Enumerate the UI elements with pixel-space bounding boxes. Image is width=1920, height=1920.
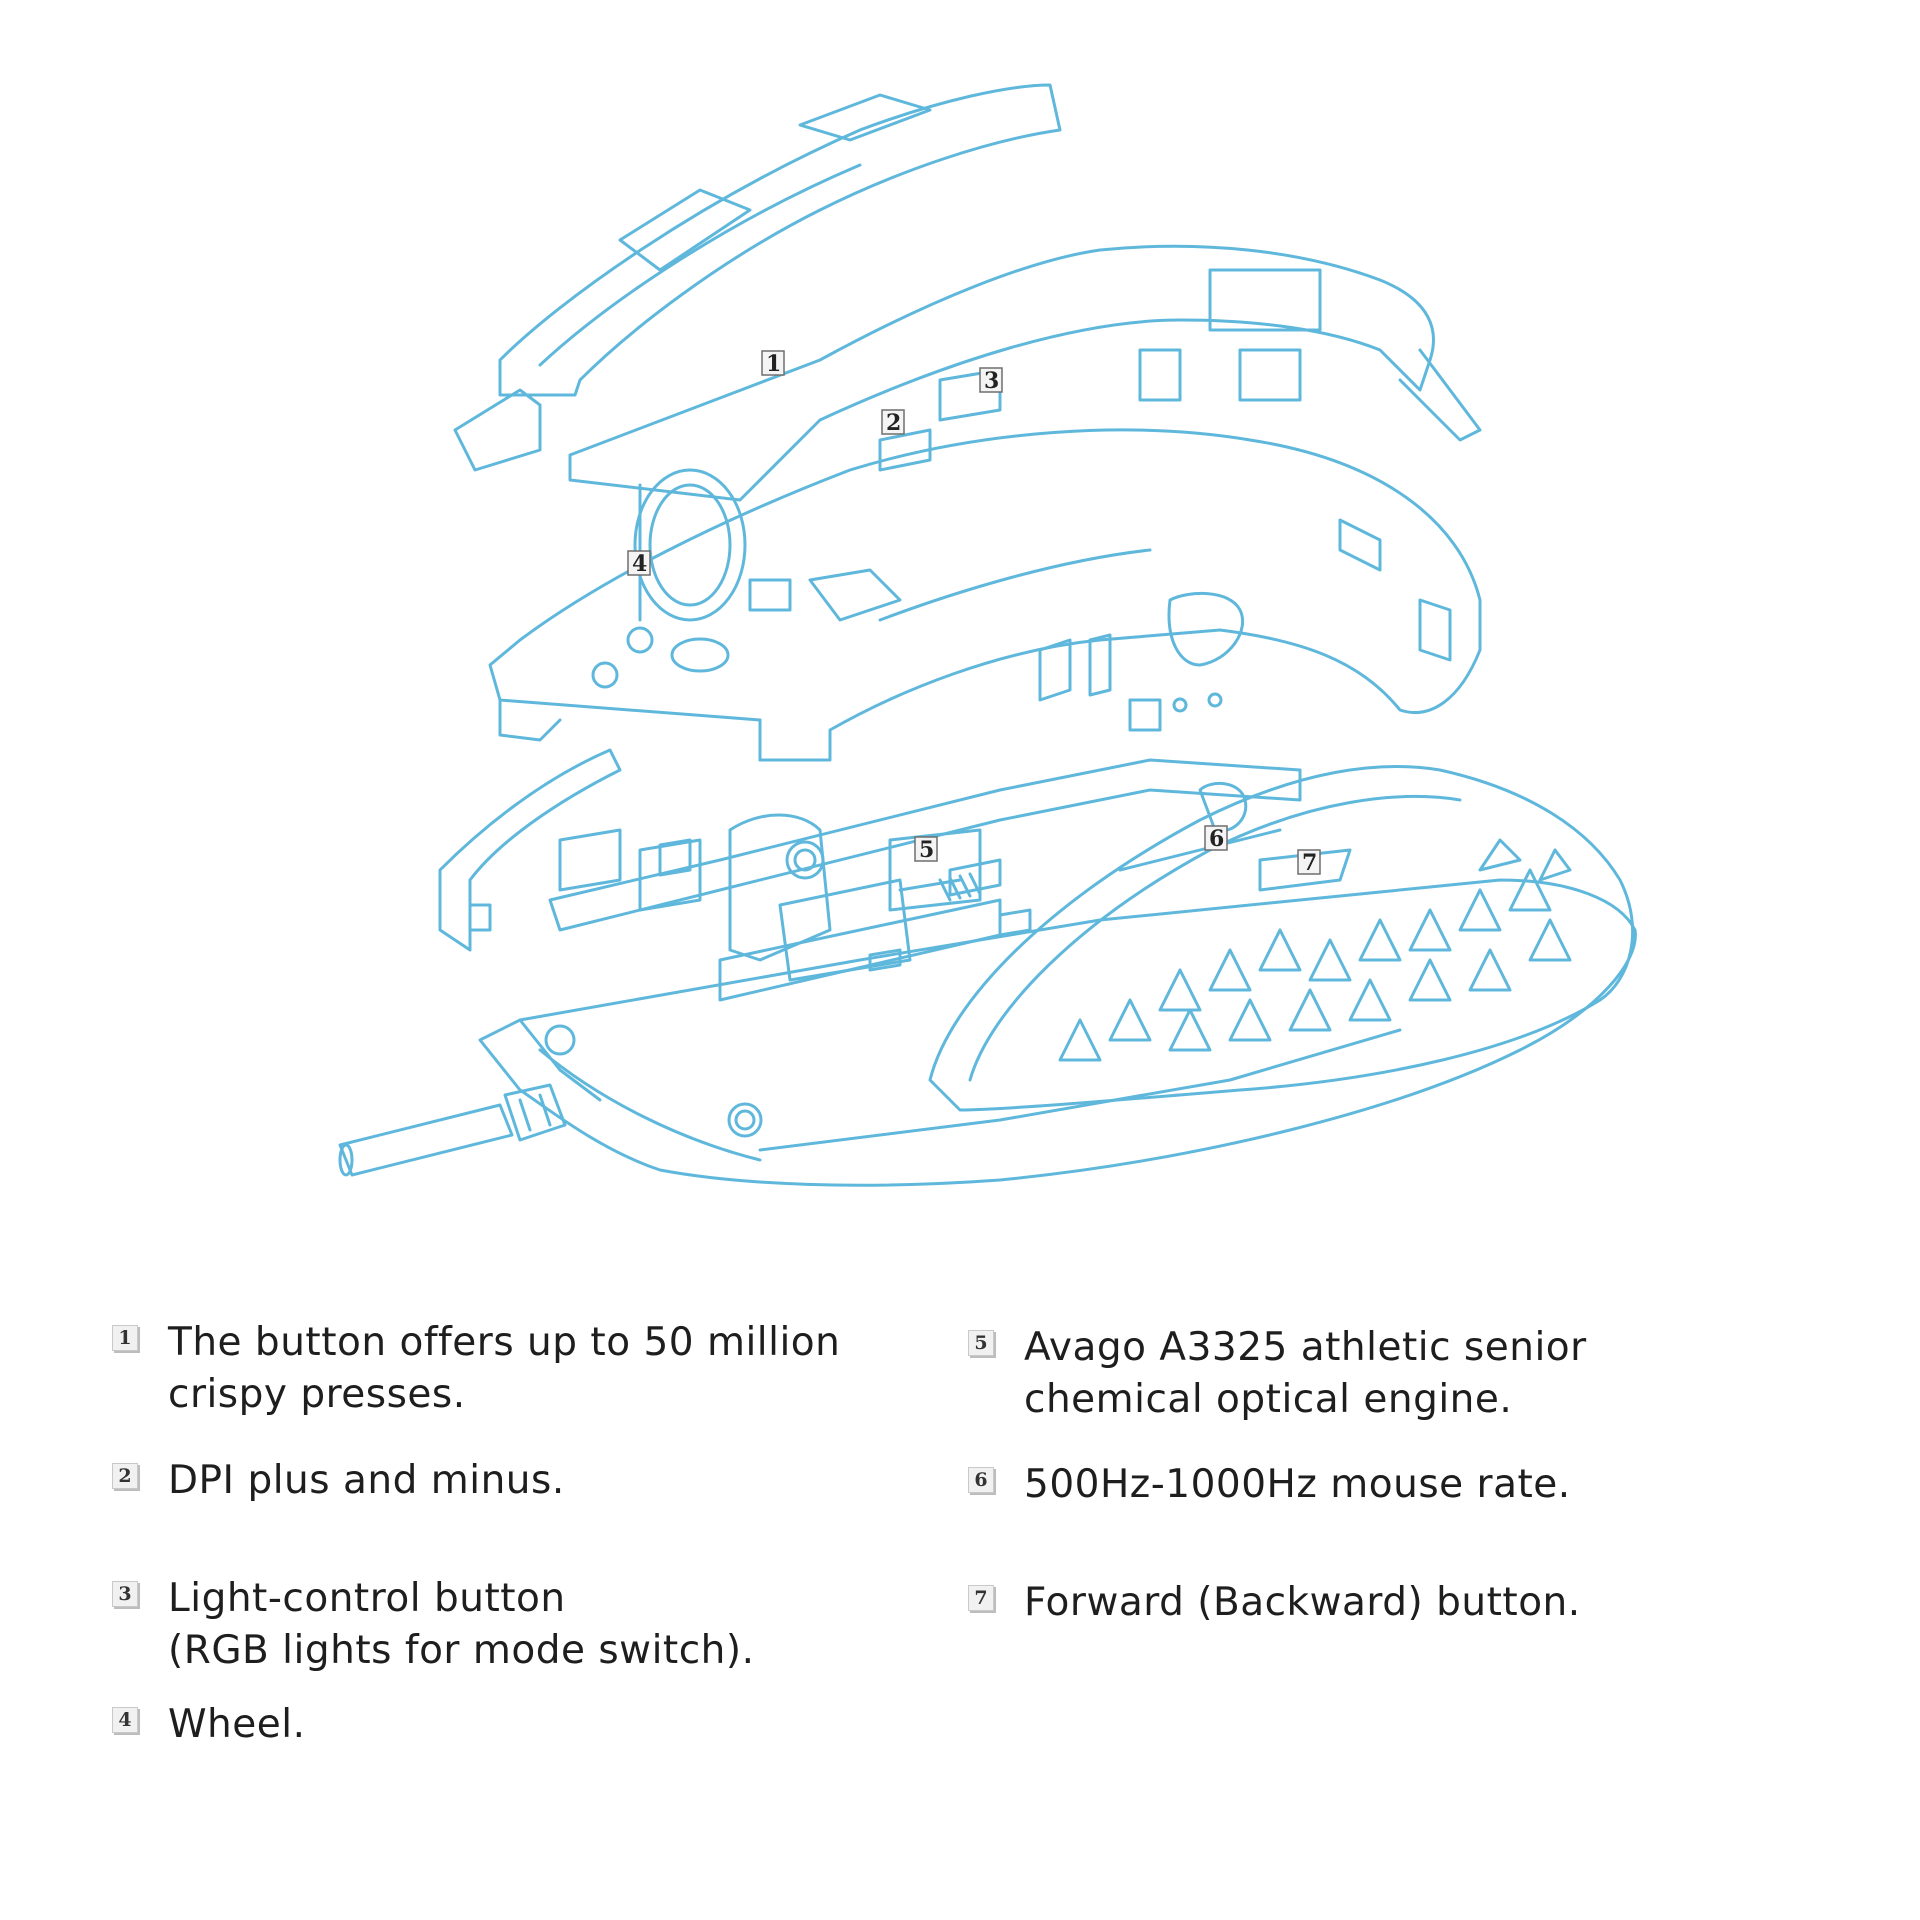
legend-item-2: 2 DPI plus and minus. [112,1455,565,1507]
right-side-grip-panel [928,765,1635,1112]
svg-text:4: 4 [632,551,647,577]
legend-text: Wheel. [168,1702,306,1747]
legend-number-badge: 3 [112,1581,138,1607]
callout-4: 4 [627,550,651,577]
legend-item-3: 3 Light-control button (RGB lights for m… [112,1573,754,1677]
bottom-base [338,878,1637,1187]
legend-number-badge: 4 [112,1707,138,1733]
mouse-exploded-view-illustration: 1 2 3 4 5 6 7 [338,83,1637,1187]
legend-number-badge: 1 [112,1325,138,1351]
legend-number-badge: 5 [968,1330,994,1356]
legend-text: The button offers up to 50 million crisp… [168,1320,841,1417]
callout-1: 1 [761,350,785,377]
legend-number-badge: 6 [968,1467,994,1493]
legend-item-7: 7 Forward (Backward) button. [968,1577,1581,1629]
left-side-panel [438,748,622,952]
pcb-board [548,758,1302,1002]
legend-text: 500Hz-1000Hz mouse rate. [1024,1462,1571,1507]
svg-text:5: 5 [919,837,934,863]
legend-text: Light-control button (RGB lights for mod… [168,1576,755,1673]
legend-item-6: 6 500Hz-1000Hz mouse rate. [968,1459,1571,1511]
svg-text:7: 7 [1302,850,1317,876]
svg-text:2: 2 [886,410,901,436]
legend-number-badge: 7 [968,1585,994,1611]
legend-item-4: 4 Wheel. [112,1699,306,1751]
svg-text:6: 6 [1209,826,1224,852]
svg-text:1: 1 [766,351,781,377]
callout-2: 2 [881,409,905,436]
top-shell [453,83,1482,502]
legend-item-1: 1 The button offers up to 50 million cri… [112,1317,840,1421]
legend-text: Avago A3325 athletic senior chemical opt… [1024,1325,1587,1422]
callout-7: 7 [1297,849,1321,876]
legend-item-5: 5 Avago A3325 athletic senior chemical o… [968,1322,1587,1426]
middle-shell [488,428,1482,762]
callout-6: 6 [1204,825,1228,852]
legend-text: DPI plus and minus. [168,1458,565,1503]
svg-text:3: 3 [984,368,999,394]
callout-3: 3 [979,367,1003,394]
legend-number-badge: 2 [112,1463,138,1489]
legend-text: Forward (Backward) button. [1024,1580,1581,1625]
callout-5: 5 [914,836,938,863]
